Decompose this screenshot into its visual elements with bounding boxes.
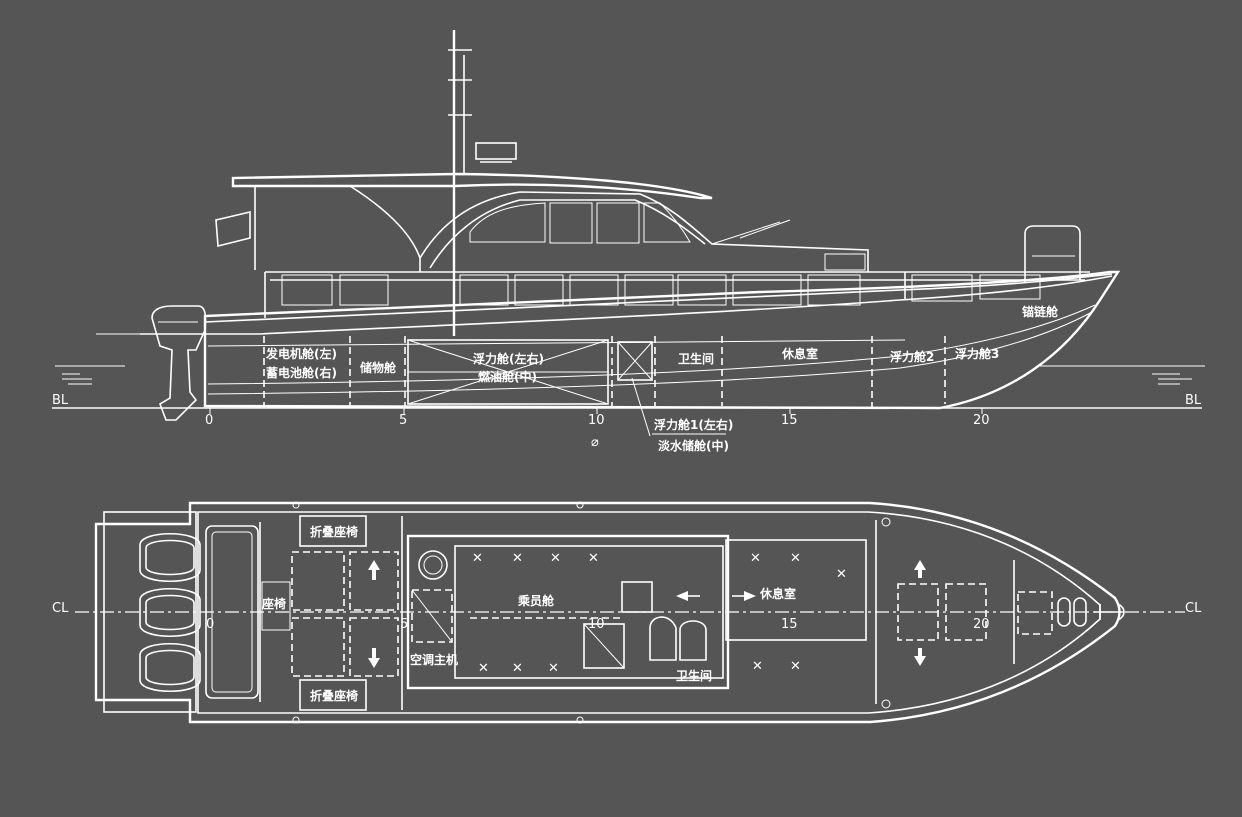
svg-text:✕: ✕ — [478, 661, 489, 676]
plan-station-number: 15 — [781, 617, 798, 632]
midship-symbol: ⌀ — [591, 435, 599, 450]
label-generator-room: 发电机舱(左) — [265, 346, 337, 361]
hull-plan — [94, 501, 1121, 724]
label-buoyancy-tank-lr: 浮力舱(左右) — [473, 351, 544, 366]
label-washroom-plan: 卫生间 — [676, 668, 712, 683]
plan-station-number: 0 — [206, 617, 214, 632]
label-rest-room: 休息室 — [781, 346, 818, 361]
label-buoyancy-tank-2: 浮力舱2 — [890, 349, 934, 364]
station-number: 5 — [399, 413, 407, 428]
svg-text:✕: ✕ — [836, 567, 847, 582]
label-crew-cabin: 乘员舱 — [517, 593, 555, 608]
baseline-label-right: BL — [1185, 393, 1202, 408]
crew-cabin — [406, 534, 730, 690]
svg-text:✕: ✕ — [512, 551, 523, 566]
centerline-label-left: CL — [52, 601, 69, 616]
label-washroom: 卫生间 — [678, 351, 714, 366]
label-fresh-water-tank: 淡水储舱(中) — [658, 438, 729, 453]
svg-text:✕: ✕ — [548, 661, 559, 676]
baseline-label-left: BL — [52, 393, 69, 408]
centerline-label-right: CL — [1185, 601, 1202, 616]
rest-room-markers: ✕ ✕ ✕ ✕ ✕ — [750, 551, 847, 674]
svg-text:✕: ✕ — [790, 659, 801, 674]
label-storage-room: 储物舱 — [360, 360, 397, 375]
label-fuel-tank-mid: 燃油舱(中) — [478, 369, 537, 384]
svg-text:✕: ✕ — [750, 551, 761, 566]
outboard-engine — [151, 305, 207, 421]
label-chain-locker: 锚链舱 — [1022, 304, 1059, 319]
label-battery-room: 蓄电池舱(右) — [266, 365, 337, 380]
station-number: 15 — [781, 413, 798, 428]
plan-station-number: 5 — [400, 617, 408, 632]
svg-text:✕: ✕ — [588, 551, 599, 566]
svg-text:✕: ✕ — [790, 551, 801, 566]
label-buoyancy-tank-1: 浮力舱1(左右) — [654, 417, 733, 432]
svg-text:✕: ✕ — [512, 661, 523, 676]
station-number: 20 — [973, 413, 990, 428]
label-seat: 座椅 — [261, 596, 286, 611]
cabin-seat-markers: ✕ ✕ ✕ ✕ ✕ ✕ ✕ — [472, 551, 599, 676]
label-folding-seat-bottom: 折叠座椅 — [310, 688, 358, 703]
label-buoyancy-tank-3: 浮力舱3 — [955, 346, 999, 361]
label-rest-room-plan: 休息室 — [759, 586, 796, 601]
plan-station-number: 10 — [588, 617, 605, 632]
station-number: 0 — [205, 413, 213, 428]
svg-text:✕: ✕ — [752, 659, 763, 674]
plan-station-number: 20 — [973, 617, 990, 632]
svg-text:✕: ✕ — [550, 551, 561, 566]
label-ac-unit: 空调主机 — [410, 652, 458, 667]
profile-view: BL BL 0 5 10 15 20 ⌀ — [52, 30, 1205, 453]
label-folding-seat-top: 折叠座椅 — [310, 524, 358, 539]
hull-profile — [203, 270, 1121, 410]
station-number: 10 — [588, 413, 605, 428]
plan-view: CL CL 折叠座椅 折叠座椅 座椅 — [52, 501, 1202, 724]
svg-text:✕: ✕ — [472, 551, 483, 566]
